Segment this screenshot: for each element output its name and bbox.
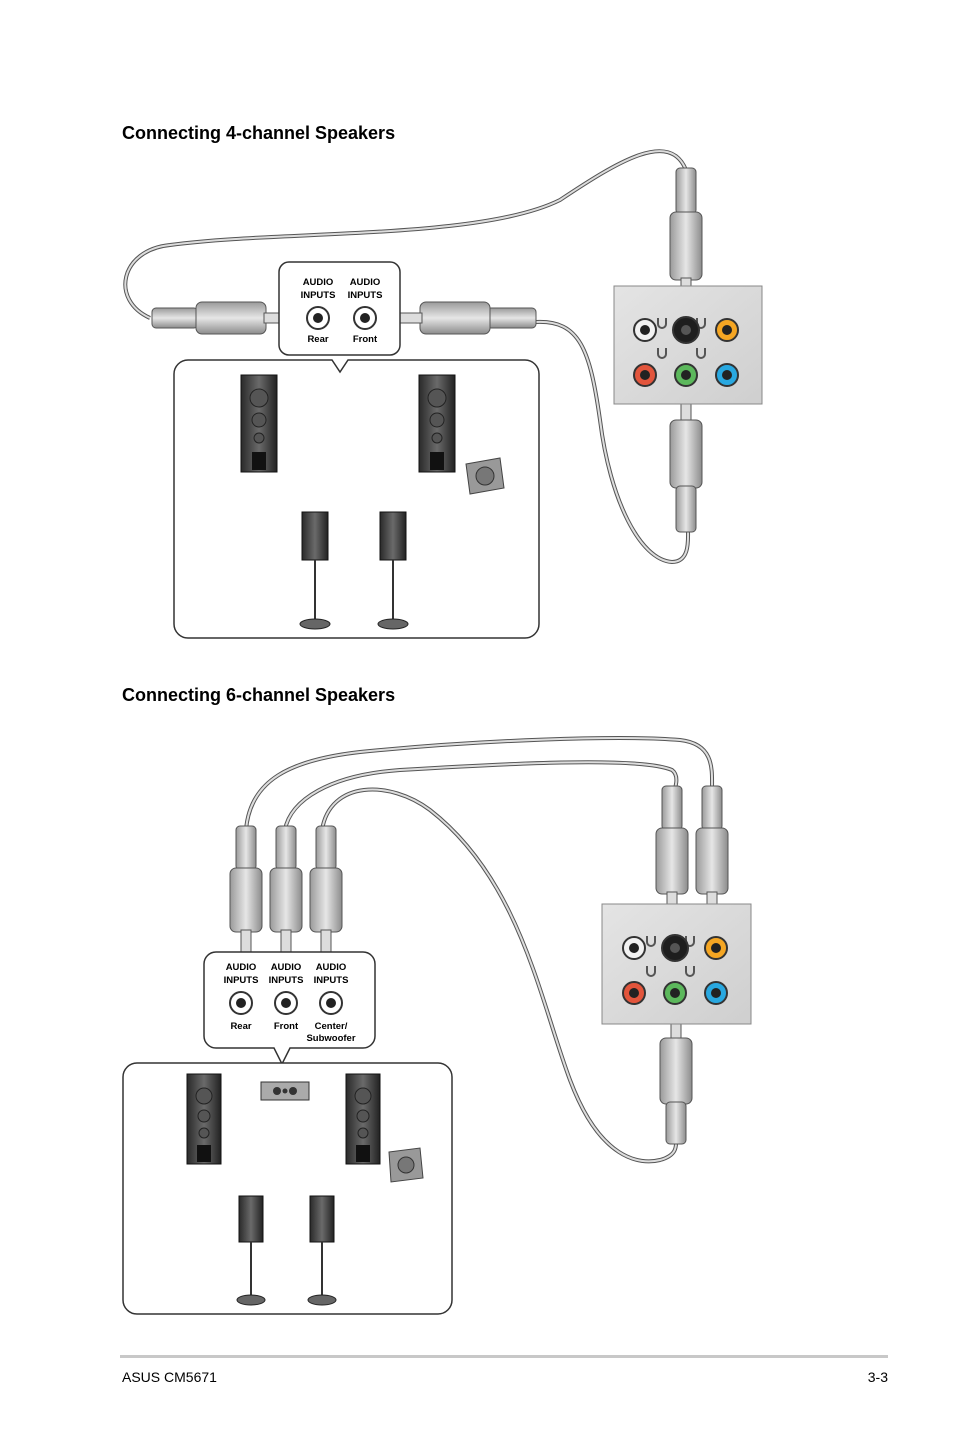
satellite-speaker [236, 1195, 266, 1306]
section-title-4-channel: Connecting 4-channel Speakers [122, 123, 396, 143]
rca-plug [695, 785, 729, 921]
jack-caption-front: Front [274, 1021, 299, 1032]
subwoofer-cube [388, 1147, 424, 1183]
rca-plug [151, 301, 287, 335]
input-label: AUDIO [303, 277, 334, 288]
jack-caption-subwoofer: Subwoofer [306, 1033, 355, 1044]
rca-plug [309, 825, 343, 957]
footer-divider [120, 1355, 888, 1358]
rear-audio-panel [613, 285, 763, 405]
rca-plug [659, 1011, 693, 1145]
satellite-speaker [307, 1195, 337, 1306]
center-speaker [260, 1081, 310, 1101]
jack-caption-rear: Rear [230, 1021, 251, 1032]
jack-caption-center: Center/ [315, 1021, 348, 1032]
tower-speaker [345, 1073, 381, 1165]
rca-plug [395, 301, 537, 335]
input-label: AUDIO [271, 962, 302, 973]
four-channel-diagram: AUDIO INPUTS AUDIO INPUTS Rear Front [123, 149, 763, 639]
input-label: AUDIO [350, 277, 381, 288]
six-channel-diagram: AUDIO INPUTS AUDIO INPUTS AUDIO INPUTS R… [122, 736, 752, 1315]
svg-text:INPUTS: INPUTS [348, 290, 383, 301]
tower-speaker [240, 374, 278, 473]
satellite-speaker [377, 511, 409, 630]
speaker-input-box: AUDIO INPUTS AUDIO INPUTS AUDIO INPUTS R… [203, 951, 376, 1066]
subwoofer-cube [465, 457, 505, 495]
tower-speaker [186, 1073, 222, 1165]
input-label: AUDIO [316, 962, 347, 973]
svg-text:INPUTS: INPUTS [269, 975, 304, 986]
rca-plug [269, 825, 303, 957]
jack-caption-rear: Rear [307, 334, 328, 345]
svg-text:INPUTS: INPUTS [314, 975, 349, 986]
svg-text:INPUTS: INPUTS [224, 975, 259, 986]
speaker-set [173, 359, 540, 639]
rca-plug [655, 785, 689, 921]
svg-text:INPUTS: INPUTS [301, 290, 336, 301]
input-label: AUDIO [226, 962, 257, 973]
footer-product-name: ASUS CM5671 [122, 1369, 217, 1385]
jack-caption-front: Front [353, 334, 378, 345]
section-title-6-channel: Connecting 6-channel Speakers [122, 685, 396, 705]
speaker-set [122, 1062, 453, 1315]
footer-page-number: 3-3 [867, 1369, 888, 1385]
rca-plug [229, 825, 263, 957]
rear-audio-panel [601, 903, 752, 1025]
satellite-speaker [299, 511, 331, 630]
rca-plug [669, 391, 703, 533]
tower-speaker [418, 374, 456, 473]
speaker-input-box: AUDIO INPUTS AUDIO INPUTS Rear Front [278, 261, 401, 356]
